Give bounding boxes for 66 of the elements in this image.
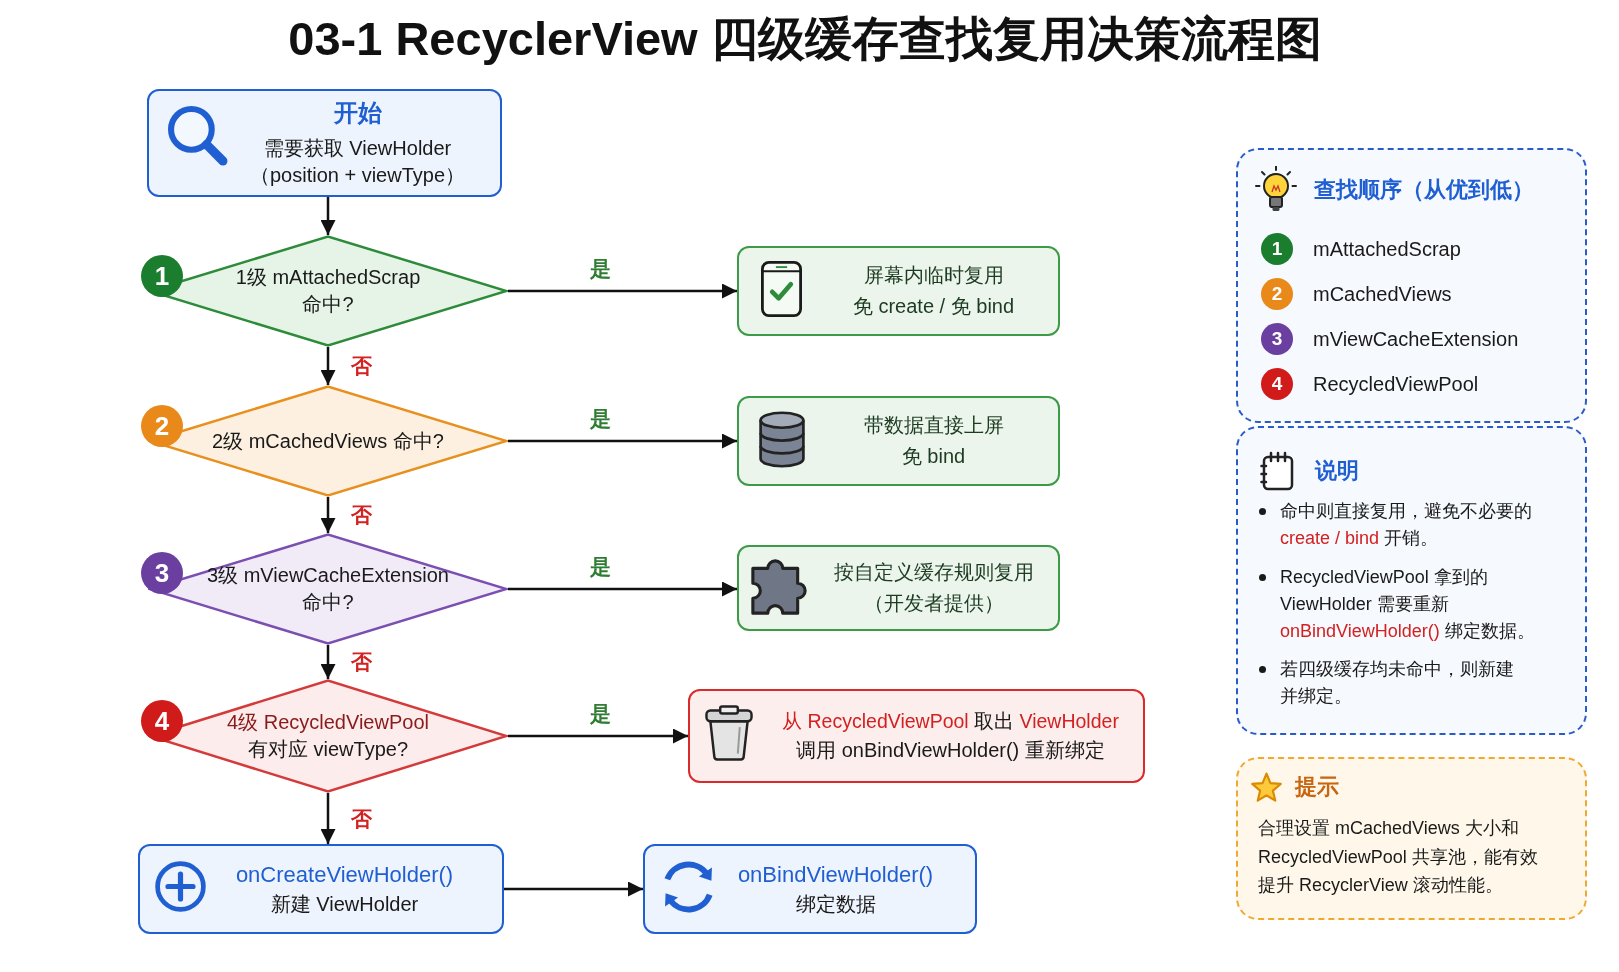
body-text: 绑定数据: [795, 892, 876, 918]
info-panel: [1236, 148, 1587, 423]
number-badge: 1: [141, 255, 183, 297]
arrow: [508, 728, 688, 744]
number-badge: 3: [141, 552, 183, 594]
bullet-text: 若四级缓存均未命中，则新建并绑定。: [1280, 658, 1515, 708]
number-badge: 4: [1261, 368, 1293, 400]
result-box: [737, 246, 1060, 336]
result-box: [737, 396, 1060, 486]
arrow: [508, 433, 737, 449]
body-text: 调用 onBindViewHolder() 重新绑定: [795, 738, 1106, 764]
number-badge: 2: [141, 405, 183, 447]
list-item-text: RecycledViewPool: [1313, 372, 1479, 397]
body-text: 免 bind: [901, 444, 966, 469]
result-box: [688, 689, 1145, 783]
body-text: （开发者提供）: [863, 591, 1004, 616]
bullet-text: 命中则直接复用，避免不必要的 create / bind 开销。: [1280, 500, 1533, 550]
edge-label: 是: [587, 256, 613, 282]
question-text: 4级 RecycledViewPool: [226, 710, 430, 735]
number-badge: 2: [1261, 278, 1293, 310]
title-text: 开始: [333, 98, 382, 129]
title-text: onCreateViewHolder(): [235, 860, 454, 889]
info-panel: [1236, 426, 1587, 735]
tip-panel: [1236, 757, 1587, 920]
arrow: [320, 793, 336, 844]
start-box: [147, 89, 502, 197]
result-box: [737, 545, 1060, 631]
body-text: 免 create / 免 bind: [852, 294, 1015, 319]
edge-label: 是: [587, 406, 613, 432]
question-text: 有对应 viewType?: [247, 737, 409, 762]
body-text: 新建 ViewHolder: [270, 892, 419, 918]
process-box: [643, 844, 977, 934]
list-item-text: mViewCacheExtension: [1313, 327, 1519, 352]
note-text: 合理设置 mCachedViews 大小和 RecycledViewPool 共享池，能有效提升 RecyclerView 滚动性能。: [1258, 817, 1539, 897]
edge-label: 否: [348, 353, 374, 379]
section-heading: 说明: [1315, 457, 1359, 485]
list-item-text: mAttachedScrap: [1313, 237, 1461, 262]
edge-label: 是: [587, 701, 613, 727]
number-badge: 4: [141, 700, 183, 742]
arrow: [508, 581, 737, 597]
list-item-text: mCachedViews: [1313, 282, 1452, 307]
edge-label: 否: [348, 502, 374, 528]
diagram-title: 03-1 RecyclerView 四级缓存查找复用决策流程图: [288, 11, 1322, 67]
body-text: 带数据直接上屏: [863, 413, 1004, 438]
number-badge: 1: [1261, 233, 1293, 265]
arrow: [504, 881, 643, 897]
title-text: 从 RecycledViewPool 取出 ViewHolder: [781, 708, 1120, 734]
arrow: [320, 197, 336, 235]
number-badge: 3: [1261, 323, 1293, 355]
question-text: 3级 mViewCacheExtension 命中?: [206, 563, 450, 615]
arrow: [320, 347, 336, 385]
question-text: 1级 mAttachedScrap 命中?: [235, 265, 421, 317]
body-text: 屏幕内临时复用: [863, 263, 1004, 288]
question-text: 2级 mCachedViews 命中?: [211, 428, 445, 454]
edge-label: 是: [587, 554, 613, 580]
body-text: 按自定义缓存规则复用: [833, 560, 1034, 585]
arrow: [320, 497, 336, 533]
section-heading: 提示: [1295, 773, 1339, 801]
title-text: onBindViewHolder(): [737, 860, 934, 889]
bullet-text: RecycledViewPool 拿到的 ViewHolder 需要重新 onBindViewHolder() 绑定数据。: [1280, 566, 1536, 643]
arrow: [508, 283, 737, 299]
process-box: [138, 844, 504, 934]
arrow: [320, 645, 336, 679]
edge-label: 否: [348, 649, 374, 675]
body-text: 需要获取 ViewHolder （position + viewType）: [249, 135, 466, 188]
section-heading: 查找顺序（从优到低）: [1314, 176, 1534, 204]
